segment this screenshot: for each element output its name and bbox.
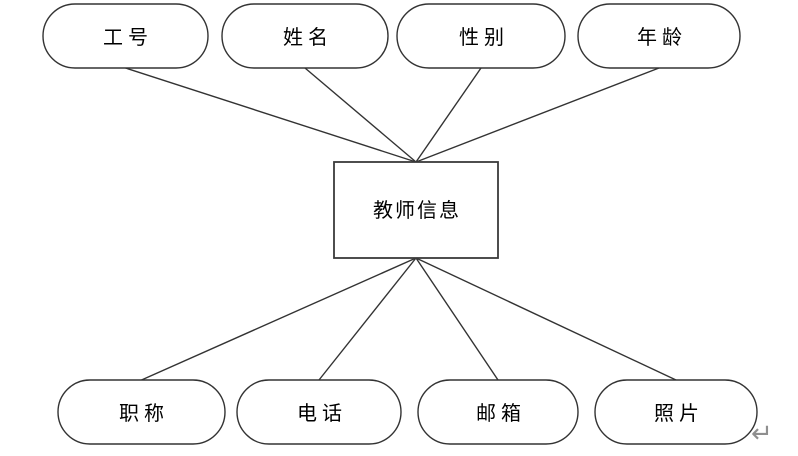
attribute-node-photo: 照片 bbox=[594, 379, 758, 445]
attribute-ellipse bbox=[577, 3, 741, 69]
attribute-ellipse bbox=[396, 3, 566, 69]
entity-label: 教师信息 bbox=[373, 198, 461, 222]
attribute-ellipse bbox=[221, 3, 389, 69]
attribute-label: 年龄 bbox=[637, 25, 687, 49]
connector-email bbox=[415, 257, 499, 381]
connector-name bbox=[304, 67, 417, 163]
attribute-node-email: 邮箱 bbox=[417, 379, 579, 445]
connector-title bbox=[141, 257, 417, 381]
entity-teacher-info: 教师信息 bbox=[333, 161, 499, 259]
connector-age bbox=[415, 67, 660, 163]
connector-photo bbox=[415, 257, 677, 381]
attribute-node-title: 职称 bbox=[57, 379, 226, 445]
attribute-ellipse bbox=[594, 379, 758, 445]
connector-gender bbox=[415, 67, 482, 163]
attribute-node-age: 年龄 bbox=[577, 3, 741, 69]
line-break-mark-icon: ↵ bbox=[751, 419, 773, 449]
attribute-label: 工号 bbox=[103, 25, 153, 49]
attribute-label: 职称 bbox=[119, 401, 169, 425]
connector-phone bbox=[318, 257, 417, 381]
attribute-label: 性别 bbox=[459, 25, 509, 49]
connector-lines bbox=[125, 67, 677, 381]
attribute-ellipse bbox=[42, 3, 209, 69]
attribute-node-employee-id: 工号 bbox=[42, 3, 209, 69]
entity-rectangle bbox=[333, 161, 499, 259]
attribute-ellipse bbox=[57, 379, 226, 445]
attribute-ellipse bbox=[417, 379, 579, 445]
attribute-node-phone: 电话 bbox=[236, 379, 402, 445]
attribute-label: 邮箱 bbox=[476, 401, 526, 425]
attribute-label: 电话 bbox=[297, 401, 347, 425]
attribute-node-name: 姓名 bbox=[221, 3, 389, 69]
attribute-ellipse bbox=[236, 379, 402, 445]
connector-employee-id bbox=[125, 67, 417, 163]
attribute-node-gender: 性别 bbox=[396, 3, 566, 69]
attribute-label: 姓名 bbox=[283, 25, 333, 49]
attribute-label: 照片 bbox=[654, 401, 704, 425]
